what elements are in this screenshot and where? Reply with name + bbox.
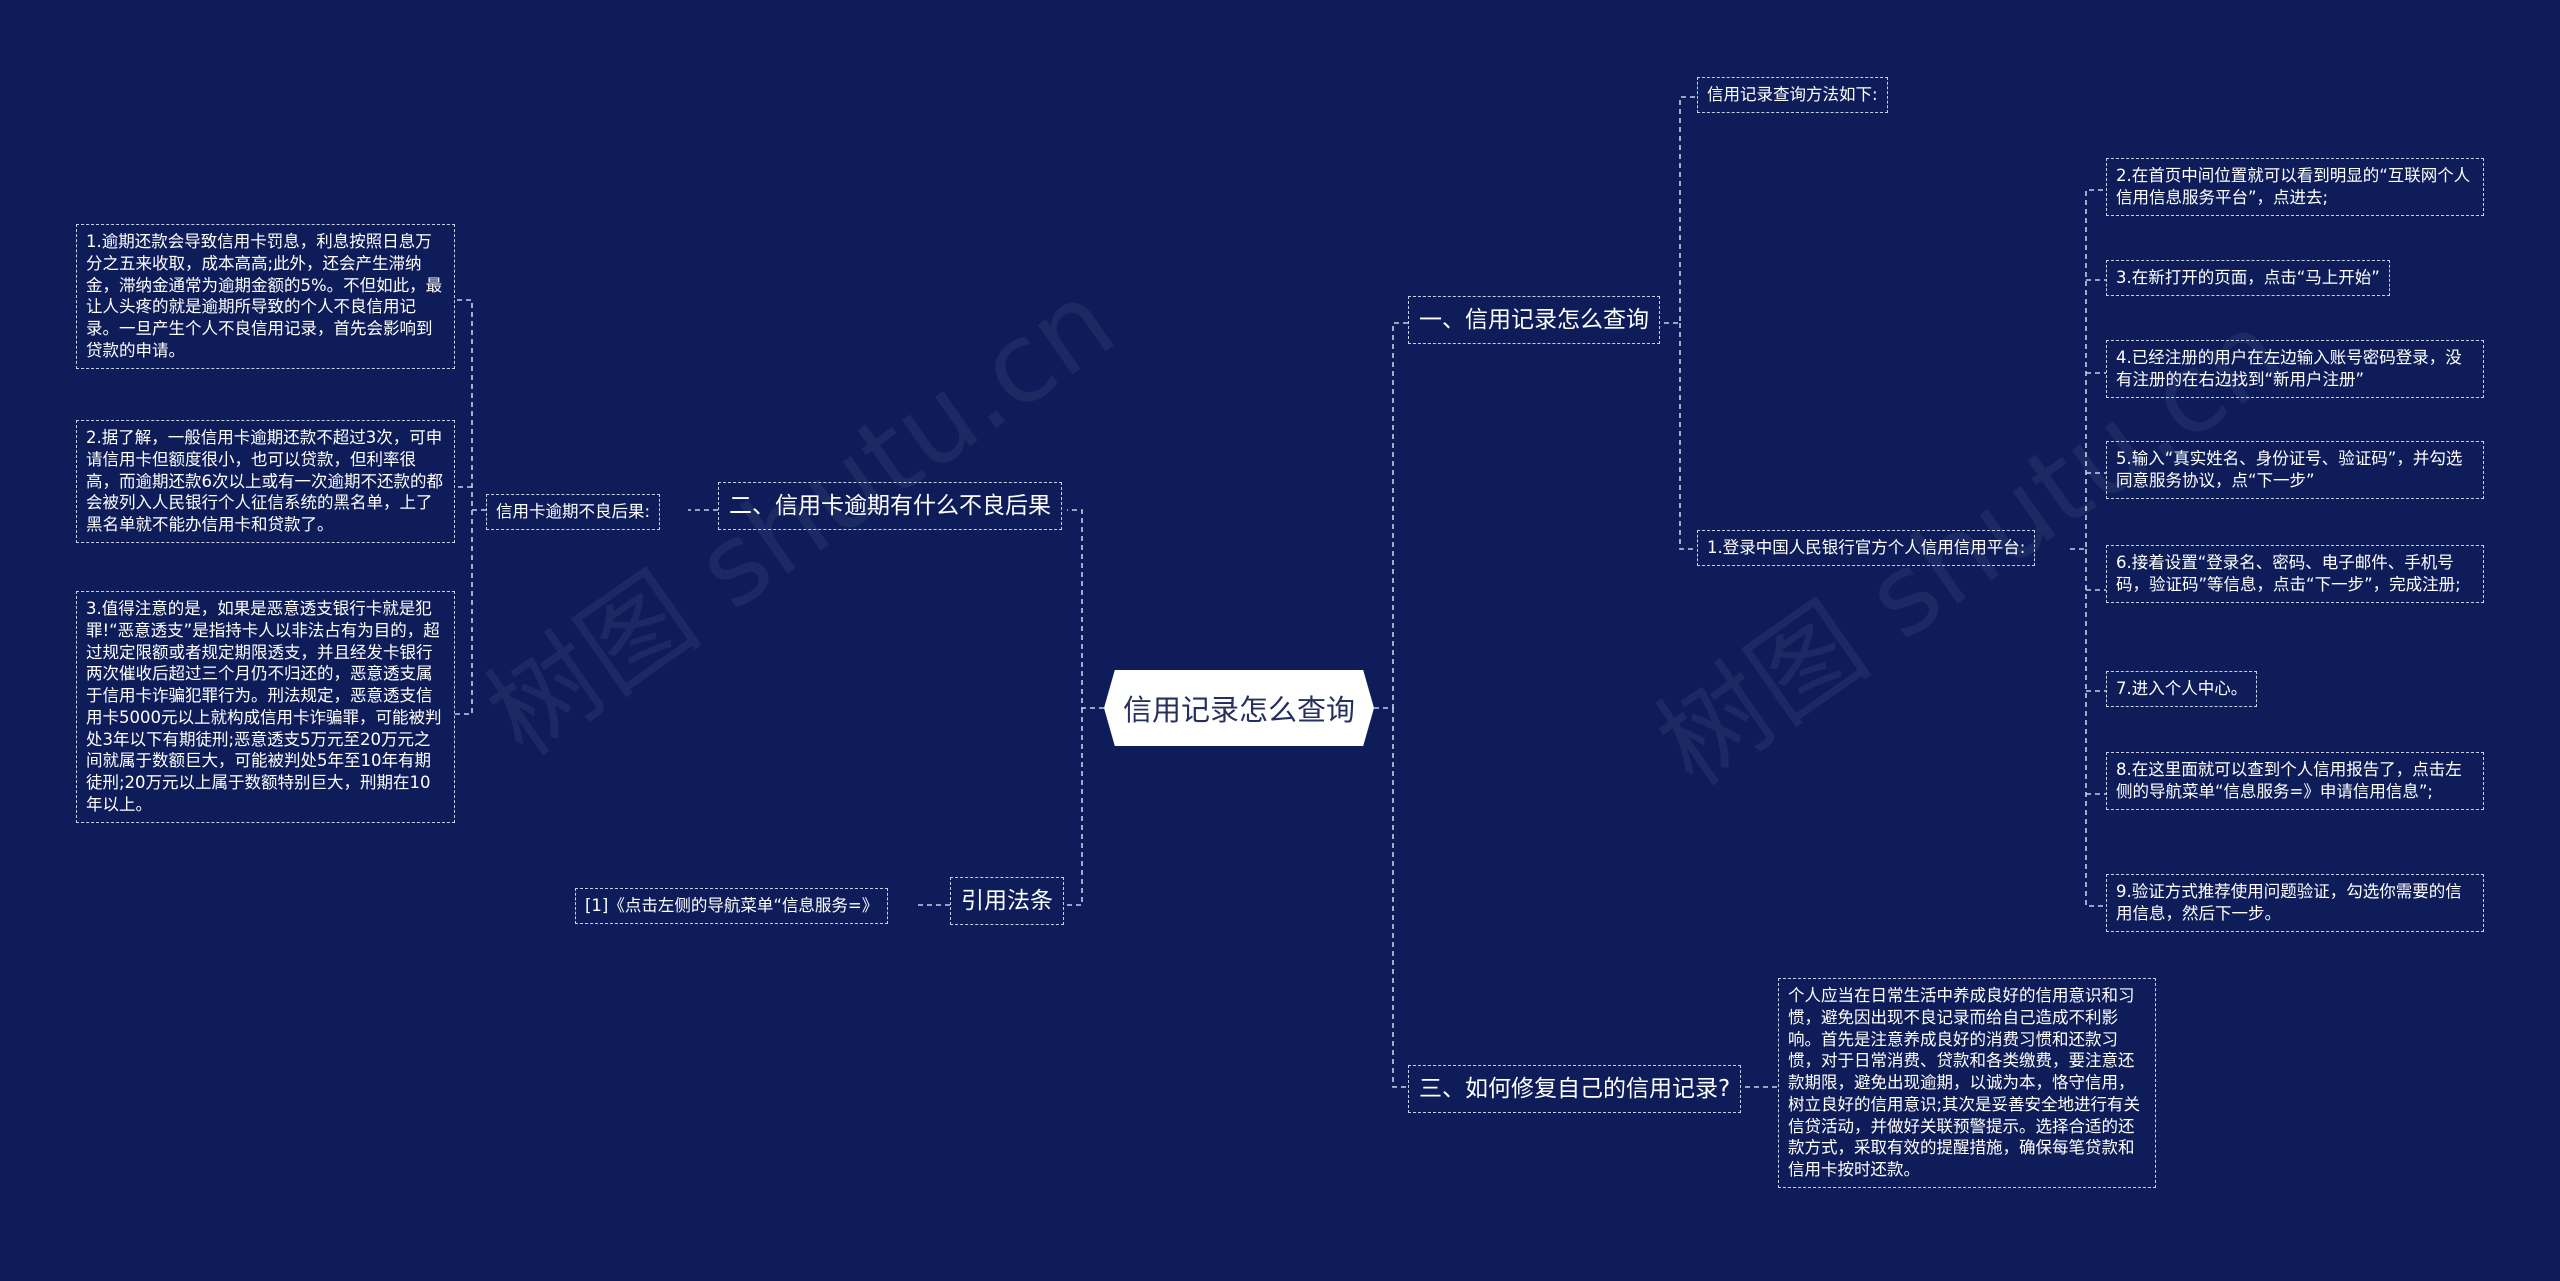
query-step-5[interactable]: 5.输入“真实姓名、身份证号、验证码”，并勾选同意服务协议，点“下一步” bbox=[2106, 441, 2484, 499]
citation-item-1[interactable]: [1]《点击左侧的导航菜单“信息服务=》 bbox=[575, 888, 889, 924]
login-step-label[interactable]: 1.登录中国人民银行官方个人信用信用平台: bbox=[1697, 530, 2036, 566]
consequence-item-1[interactable]: 1.逾期还款会导致信用卡罚息，利息按照日息万分之五来收取，成本高高;此外，还会产… bbox=[76, 224, 455, 369]
query-step-8[interactable]: 8.在这里面就可以查到个人信用报告了，点击左侧的导航菜单“信息服务=》申请信用信… bbox=[2106, 752, 2484, 810]
branch-how-to-query[interactable]: 一、信用记录怎么查询 bbox=[1408, 296, 1660, 345]
root-topic[interactable]: 信用记录怎么查询 bbox=[1104, 670, 1374, 746]
repair-credit-text[interactable]: 个人应当在日常生活中养成良好的信用意识和习惯，避免因出现不良记录而给自己造成不利… bbox=[1778, 978, 2156, 1188]
query-method-label[interactable]: 信用记录查询方法如下: bbox=[1697, 77, 1888, 113]
root-title: 信用记录怎么查询 bbox=[1122, 693, 1355, 727]
query-step-7[interactable]: 7.进入个人中心。 bbox=[2106, 671, 2258, 707]
consequence-item-2[interactable]: 2.据了解，一般信用卡逾期还款不超过3次，可申请信用卡但额度很小，也可以贷款，但… bbox=[76, 420, 455, 543]
query-step-4[interactable]: 4.已经注册的用户在左边输入账号密码登录，没有注册的在右边找到“新用户注册” bbox=[2106, 340, 2484, 398]
overdue-consequences-label[interactable]: 信用卡逾期不良后果: bbox=[486, 494, 661, 530]
query-step-3[interactable]: 3.在新打开的页面，点击“马上开始” bbox=[2106, 260, 2390, 296]
branch-repair-credit[interactable]: 三、如何修复自己的信用记录? bbox=[1408, 1065, 1742, 1114]
query-step-9[interactable]: 9.验证方式推荐使用问题验证，勾选你需要的信用信息，然后下一步。 bbox=[2106, 874, 2484, 932]
branch-citation[interactable]: 引用法条 bbox=[950, 877, 1064, 926]
query-step-6[interactable]: 6.接着设置“登录名、密码、电子邮件、手机号码，验证码”等信息，点击“下一步”，… bbox=[2106, 545, 2484, 603]
query-step-2[interactable]: 2.在首页中间位置就可以看到明显的“互联网个人信用信息服务平台”，点进去; bbox=[2106, 158, 2484, 216]
branch-overdue-consequences[interactable]: 二、信用卡逾期有什么不良后果 bbox=[718, 482, 1062, 531]
consequence-item-3[interactable]: 3.值得注意的是，如果是恶意透支银行卡就是犯罪!“恶意透支”是指持卡人以非法占有… bbox=[76, 591, 455, 823]
